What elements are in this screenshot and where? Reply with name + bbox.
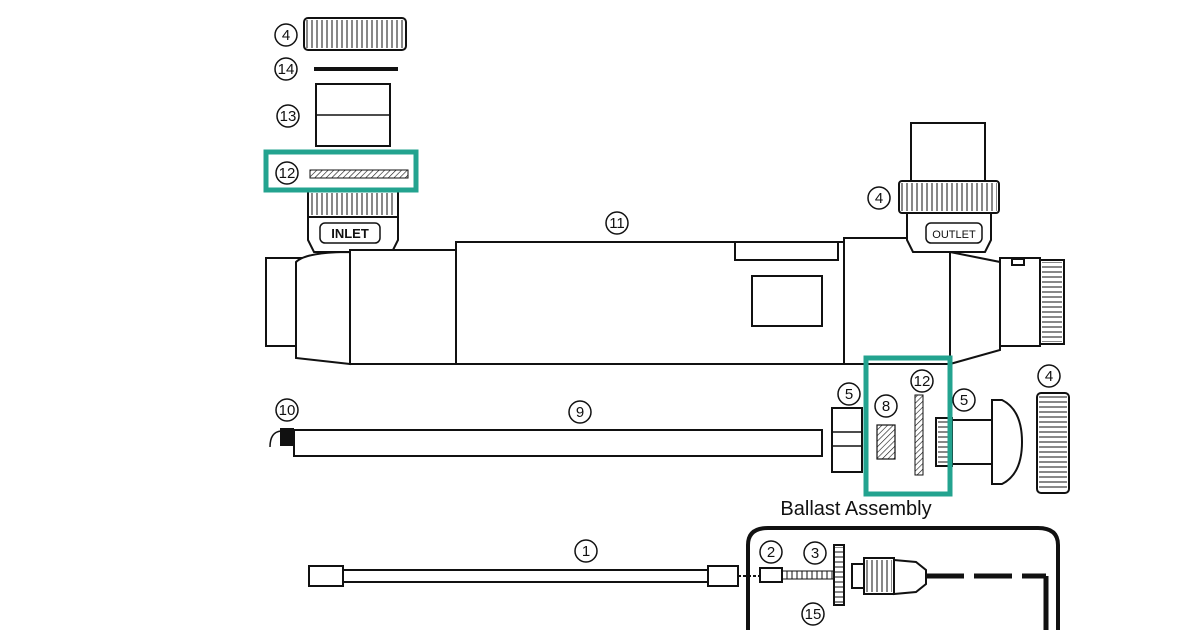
ballast-frame <box>746 526 1060 630</box>
threaded-rod-3 <box>781 570 835 580</box>
outlet-thread-ribs <box>1042 262 1062 342</box>
callout-5-left: 5 <box>837 382 861 406</box>
lamp-cap-10 <box>280 428 294 446</box>
svg-text:13: 13 <box>280 108 297 125</box>
callout-12-outlet: 12 <box>910 369 934 393</box>
outlet-housing <box>843 237 951 365</box>
end-nut-ribs <box>1039 395 1067 491</box>
cable-end-plug <box>308 565 344 587</box>
highlight-washer-top <box>263 149 419 193</box>
outlet-nut-ribs <box>901 183 997 211</box>
callout-9: 9 <box>568 400 592 424</box>
washer-12-outlet <box>914 394 924 476</box>
callouts: 4 14 13 12 11 4 5 12 8 5 4 10 9 1 2 3 15 <box>274 23 1061 626</box>
end-cap-flange <box>991 399 1024 485</box>
gland-washer <box>851 563 865 589</box>
inlet-stack: INLET <box>303 17 409 253</box>
svg-text:3: 3 <box>811 545 819 562</box>
outlet-label: OUTLET <box>932 229 976 241</box>
callout-4-end: 4 <box>1037 364 1061 388</box>
chamber-top-plate <box>734 241 839 261</box>
chamber-window <box>751 275 823 327</box>
callout-8: 8 <box>874 394 898 418</box>
outlet-tab <box>1011 258 1025 266</box>
svg-text:8: 8 <box>882 398 890 415</box>
callout-15: 15 <box>801 602 825 626</box>
nut-body-ribs <box>938 420 950 464</box>
callout-2: 2 <box>759 540 783 564</box>
svg-text:12: 12 <box>914 373 931 390</box>
washer-12-top <box>309 169 409 179</box>
o-ring-14 <box>314 67 398 71</box>
lamp-connector-5 <box>831 407 863 473</box>
callout-12-top: 12 <box>275 161 299 185</box>
inlet-badge <box>319 222 381 244</box>
outlet-badge <box>925 222 983 244</box>
svg-text:9: 9 <box>576 404 584 421</box>
seal-8 <box>876 424 896 460</box>
callout-3: 3 <box>803 541 827 565</box>
callout-10: 10 <box>275 398 299 422</box>
end-cap-body <box>951 419 993 465</box>
ballast-title: Ballast Assembly <box>780 498 931 520</box>
svg-text:12: 12 <box>279 165 296 182</box>
quartz-sleeve-outlet <box>910 122 986 182</box>
uv-lamp-9 <box>293 429 823 457</box>
svg-text:15: 15 <box>805 606 822 623</box>
inlet-shoulder <box>295 250 351 366</box>
lamp-row <box>269 392 1070 494</box>
cable-connector <box>707 565 739 587</box>
svg-text:4: 4 <box>875 190 883 207</box>
outlet-port <box>999 257 1041 347</box>
cable-row <box>308 565 760 587</box>
svg-text:4: 4 <box>1045 368 1053 385</box>
callout-13: 13 <box>276 104 300 128</box>
uv-chamber <box>265 237 1065 366</box>
svg-text:2: 2 <box>767 544 775 561</box>
callout-11: 11 <box>605 211 629 235</box>
gland-head <box>893 558 927 596</box>
ballast-plug-2 <box>759 567 783 583</box>
power-cable-1 <box>342 569 709 583</box>
callout-4-top: 4 <box>274 23 298 47</box>
svg-text:10: 10 <box>279 402 296 419</box>
inlet-thread-ribs <box>310 193 396 215</box>
svg-text:1: 1 <box>582 543 590 560</box>
highlight-washer-outlet <box>863 355 953 497</box>
lamp-pin-10 <box>269 430 282 448</box>
callout-14: 14 <box>274 57 298 81</box>
callout-4-outlet: 4 <box>867 186 891 210</box>
callout-5-right: 5 <box>952 388 976 412</box>
svg-text:14: 14 <box>278 61 295 78</box>
svg-text:4: 4 <box>282 27 290 44</box>
callout-1: 1 <box>574 539 598 563</box>
inlet-label: INLET <box>331 226 369 241</box>
svg-text:5: 5 <box>960 392 968 409</box>
svg-text:11: 11 <box>609 215 625 232</box>
outlet-stack: OUTLET <box>898 122 1000 253</box>
outlet-shoulder <box>949 250 1001 366</box>
svg-text:5: 5 <box>845 386 853 403</box>
inlet-nut-ribs <box>306 20 404 48</box>
ballast-assembly: Ballast Assembly <box>746 498 1060 630</box>
inlet-housing <box>349 249 457 365</box>
lock-nut-ribs <box>835 547 843 603</box>
gland-thread-ribs <box>866 560 892 592</box>
